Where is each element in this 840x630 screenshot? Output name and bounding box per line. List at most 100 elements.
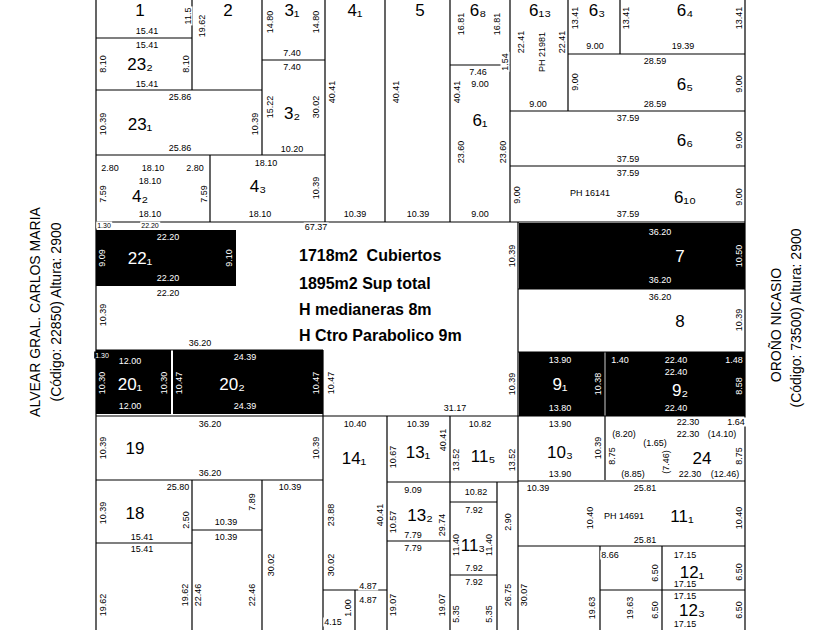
dimension-label: 7.46	[468, 68, 488, 77]
dimension-label: 9.09	[98, 248, 107, 268]
dimension-label: 25.81	[633, 536, 658, 545]
dimension-label: 7.89	[248, 492, 257, 512]
dimension-label: 19.39	[671, 42, 696, 51]
dimension-label: 22.20	[156, 233, 181, 242]
dimension-label: 10.20	[280, 145, 305, 154]
parcel-boundary	[96, 0, 745, 630]
dimension-label: 24.39	[233, 353, 258, 362]
dimension-label: 40.41	[439, 428, 448, 453]
filled-parcel	[96, 350, 171, 414]
dimension-label: 40.41	[392, 80, 401, 105]
parcel-number: 12₁	[679, 564, 706, 581]
dimension-label: 22.46	[194, 583, 203, 608]
filled-parcel	[606, 352, 745, 416]
parcel-number: 2	[222, 2, 233, 19]
street-name: ALVEAR GRAL. CARLOS MARIA	[28, 206, 42, 418]
dimension-label: 1.00	[344, 598, 353, 618]
dimension-label: 10.47	[175, 371, 184, 396]
filled-parcels	[96, 223, 745, 416]
dimension-label: 28.59	[643, 57, 668, 66]
dimension-label: 9.00	[528, 100, 548, 109]
dimension-label: 12.00	[118, 402, 143, 411]
dimension-label: 10.39	[312, 436, 321, 461]
dimension-label: 13.90	[548, 470, 573, 479]
dimension-label: 12.00	[118, 357, 143, 366]
dimension-label: 8.10	[99, 54, 108, 74]
dimension-label: 15.41	[135, 41, 160, 50]
street-name: OROÑO NICASIO	[769, 267, 783, 383]
dimension-label: 10.50	[735, 244, 744, 269]
parcel-number: 6₁	[471, 112, 488, 129]
dimension-label: 10.39	[406, 210, 431, 219]
dimension-label: 29.74	[438, 513, 447, 538]
dimension-label: 23.60	[499, 140, 508, 165]
dimension-label: PH 21981	[538, 31, 547, 73]
dimension-label: 7.92	[464, 506, 484, 515]
dimension-label: 14.80	[312, 10, 321, 35]
dimension-label: 22.30	[676, 430, 701, 439]
dimension-label: 14.80	[266, 10, 275, 35]
dimension-label: 4.87	[358, 596, 378, 605]
dimension-label: 13.90	[548, 420, 573, 429]
dimension-label: 25.80	[166, 483, 191, 492]
parcel-number: 14₁	[341, 450, 368, 467]
parcel-number: 23₂	[126, 56, 154, 73]
dimension-label: 13.52	[508, 448, 517, 473]
dimension-label: 17.15	[673, 592, 698, 601]
dimension-label: 15.41	[135, 80, 160, 89]
dimension-label: 1.30	[96, 222, 112, 229]
dimension-label: 9.10	[225, 248, 234, 268]
dimension-label: 7.59	[99, 184, 108, 204]
dimension-label: 22.40	[664, 404, 689, 413]
dimension-label: 9.09	[403, 486, 423, 495]
dimension-label: 10.40	[343, 420, 368, 429]
dimension-label: 10.30	[160, 371, 169, 396]
dimension-label: 13.52	[452, 448, 461, 473]
street-name: (Código: 73500) Altura: 2900	[789, 227, 803, 408]
dimension-label: 10.39	[406, 420, 431, 429]
dimension-label: 26.75	[504, 583, 513, 608]
dimension-label: PH 16141	[569, 189, 611, 198]
dimension-label: 23.60	[457, 140, 466, 165]
dimension-label: 19.63	[588, 596, 597, 621]
dimension-label: 10.38	[594, 372, 603, 397]
dimension-label: 6.50	[735, 562, 744, 582]
dimension-label: 22.41	[517, 30, 526, 55]
dimension-label: 31.17	[443, 404, 468, 413]
dimension-label: 18.10	[254, 159, 279, 168]
dimension-label: 10.39	[735, 308, 744, 333]
dimension-label: 10.39	[343, 210, 368, 219]
dimension-label: 23.88	[327, 503, 336, 528]
dimension-label: 7.79	[403, 544, 423, 553]
dimension-label: 40.41	[328, 80, 337, 105]
dimension-label: 37.59	[616, 210, 641, 219]
dimension-label: 10.39	[251, 112, 260, 137]
parcel-number: 11₃	[460, 537, 487, 554]
parcel-number: 20₂	[218, 376, 246, 393]
dimension-label: 10.39	[594, 436, 603, 461]
parcel-number: 20₁	[117, 376, 144, 393]
dimension-label: 10.39	[508, 372, 517, 397]
parcel-number: 6₆	[676, 132, 694, 149]
dimension-label: 7.92	[464, 564, 484, 573]
filled-parcel	[519, 352, 604, 416]
dimension-label: (14.10)	[707, 430, 738, 439]
dimension-label: 8.66	[600, 551, 620, 560]
dimension-label: 37.59	[616, 155, 641, 164]
dimension-label: 16.81	[493, 12, 502, 37]
dimension-label: 10.39	[312, 176, 321, 201]
dimension-label: 36.20	[648, 276, 673, 285]
parcel-number: 13₂	[406, 507, 434, 524]
parcel-number: 4₁	[346, 2, 363, 19]
dimension-label: 37.59	[616, 114, 641, 123]
dimension-label: (12.46)	[710, 470, 741, 479]
dimension-label: 10.47	[312, 371, 321, 396]
dimension-label: 10.39	[214, 533, 239, 542]
dimension-label: 11.40	[485, 533, 494, 557]
dimension-label: 7.59	[200, 184, 209, 204]
dimension-label: 9.00	[513, 185, 522, 205]
parcel-number: 7	[674, 248, 685, 265]
parcel-number: 8	[674, 313, 685, 330]
dimension-label: 22.20	[156, 289, 181, 298]
